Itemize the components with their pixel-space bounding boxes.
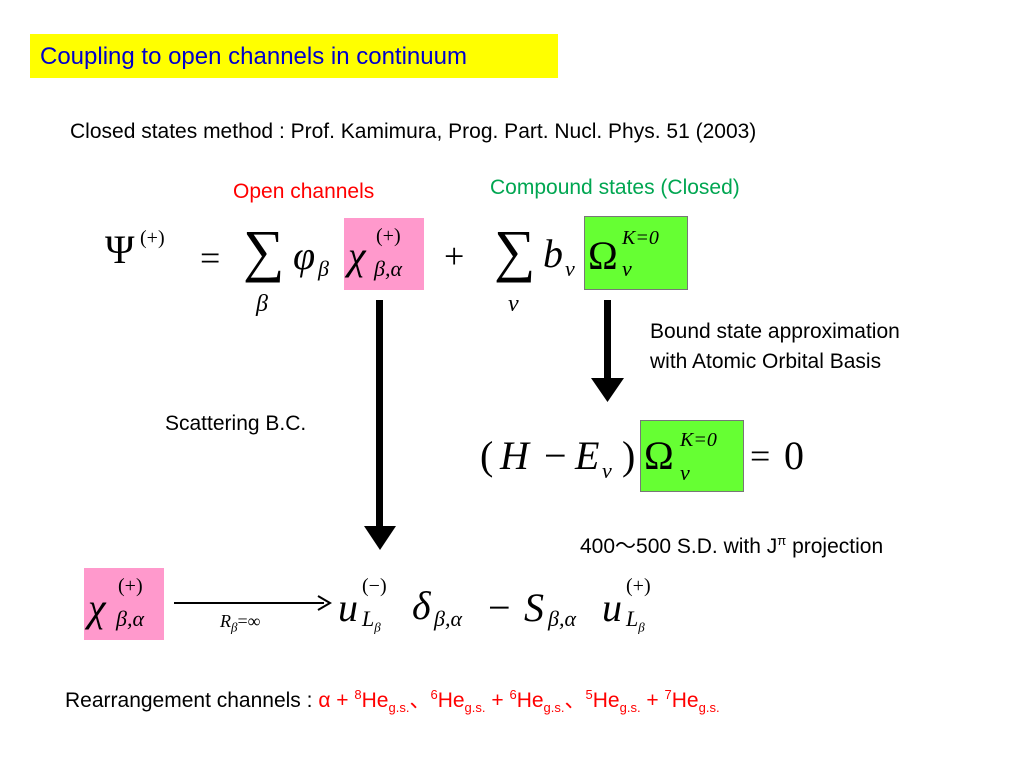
mass-8: 8 xyxy=(354,687,362,702)
zero-value: 0 xyxy=(784,433,804,478)
limit-r: R xyxy=(220,611,231,631)
rearrangement-prefix: Rearrangement channels : xyxy=(65,689,319,712)
u-plus-superscript: (+) xyxy=(626,575,651,597)
chi-subscript-2: β,α xyxy=(116,606,145,631)
limit-condition: Rβ=∞ xyxy=(220,612,260,634)
omega-superscript-2: K=0 xyxy=(680,429,717,451)
hamiltonian-symbol: H xyxy=(500,433,529,478)
plus-3: + xyxy=(640,689,665,712)
mass-6a: 6 xyxy=(430,687,438,702)
limit-arrow-line xyxy=(174,602,324,604)
sd-label-suffix: projection xyxy=(786,535,884,558)
he-8: He xyxy=(361,689,389,712)
chi-symbol: χ xyxy=(348,233,366,278)
minus-sign-2: − xyxy=(488,585,511,630)
sum-symbol-beta: ∑ xyxy=(243,218,285,283)
u-minus-superscript: (−) xyxy=(362,575,387,597)
omega-symbol: Ω xyxy=(588,233,618,278)
chi-subscript: β,α xyxy=(374,256,403,281)
mass-6b: 6 xyxy=(509,687,517,702)
rearrangement-channels: α + 8Heg.s.、6Heg.s. + 6Heg.s.、5Heg.s. + … xyxy=(318,687,720,716)
title-highlight xyxy=(30,34,558,78)
scattering-arrow-head xyxy=(364,526,396,550)
omega-highlight-box xyxy=(584,216,688,290)
sd-label: 400～500 S.D. with Jπ projection xyxy=(580,530,883,560)
plus-2: + xyxy=(485,689,510,712)
gs-2: g.s. xyxy=(464,700,486,716)
phi-symbol: φ xyxy=(293,233,316,278)
scattering-bc-label: Scattering B.C. xyxy=(165,412,307,435)
delta-subscript: β,α xyxy=(434,606,463,631)
bound-arrow-shaft xyxy=(604,300,611,380)
slide-title: Coupling to open channels in continuum xyxy=(40,43,467,70)
u-minus-sub-beta: β xyxy=(374,619,381,635)
omega-symbol-2: Ω xyxy=(644,433,674,478)
omega-subscript-2: ν xyxy=(680,460,690,485)
delta-symbol: δ xyxy=(412,583,431,628)
plus-sign: + xyxy=(444,236,465,276)
psi-symbol: Ψ xyxy=(105,227,135,272)
limit-r-subscript: β xyxy=(231,619,238,635)
bound-state-line1: Bound state approximation xyxy=(650,320,900,343)
reference-text: Closed states method : Prof. Kamimura, P… xyxy=(70,120,757,143)
omega-highlight-box-2 xyxy=(640,420,744,492)
he-5: He xyxy=(592,689,620,712)
u-plus-sub-l: L xyxy=(626,606,639,631)
plus-1: + xyxy=(330,689,355,712)
b-coefficient: b xyxy=(543,231,563,276)
rearrangement-line: Rearrangement channels : α + 8Heg.s.、6He… xyxy=(65,684,720,715)
sd-label-pi: π xyxy=(777,533,787,548)
energy-subscript: ν xyxy=(602,458,612,483)
omega-superscript: K=0 xyxy=(622,227,659,249)
chi-highlight-box-2 xyxy=(84,568,164,640)
gs-3: g.s. xyxy=(543,700,565,716)
phi-subscript: β xyxy=(318,256,329,281)
u-plus-sub-beta: β xyxy=(638,619,645,635)
omega-subscript: ν xyxy=(622,256,632,281)
bound-state-line2: with Atomic Orbital Basis xyxy=(650,350,882,373)
limit-arrow-head xyxy=(317,595,332,611)
open-channels-label: Open channels xyxy=(233,180,375,203)
limit-infinity: =∞ xyxy=(237,611,261,631)
minus-sign: − xyxy=(544,433,567,478)
sep-1: 、 xyxy=(409,689,431,712)
chi-symbol-2: χ xyxy=(88,585,106,630)
equals-sign: = xyxy=(200,238,221,278)
gs-4: g.s. xyxy=(619,700,641,716)
u-plus-subscript: Lβ xyxy=(626,606,645,635)
u-minus-sub-l: L xyxy=(362,606,375,631)
sd-label-prefix: 400～500 S.D. with J xyxy=(580,535,778,558)
sep-2: 、 xyxy=(564,689,586,712)
s-matrix-subscript: β,α xyxy=(548,606,577,631)
sum-index-beta: β xyxy=(256,291,268,317)
u-plus-symbol: u xyxy=(602,585,622,630)
mass-5: 5 xyxy=(585,687,593,702)
he-6b: He xyxy=(516,689,544,712)
s-matrix-symbol: S xyxy=(524,585,544,630)
alpha-particle: α xyxy=(318,689,331,712)
sum-index-nu: ν xyxy=(508,291,519,317)
left-paren: ( xyxy=(480,433,494,478)
gs-1: g.s. xyxy=(388,700,410,716)
bound-arrow-head xyxy=(591,378,624,402)
chi-highlight-box xyxy=(344,218,424,290)
sum-symbol-nu: ∑ xyxy=(494,218,536,283)
u-minus-subscript: Lβ xyxy=(362,606,381,635)
u-minus-symbol: u xyxy=(338,585,358,630)
compound-states-label: Compound states (Closed) xyxy=(490,176,740,199)
psi-superscript: (+) xyxy=(140,227,165,249)
gs-5: g.s. xyxy=(698,700,720,716)
mass-7: 7 xyxy=(664,687,672,702)
right-paren: ) xyxy=(622,433,636,478)
he-6a: He xyxy=(437,689,465,712)
chi-superscript: (+) xyxy=(376,225,401,247)
chi-superscript-2: (+) xyxy=(118,575,143,597)
he-7: He xyxy=(671,689,699,712)
b-subscript: ν xyxy=(565,256,575,281)
energy-symbol: E xyxy=(575,433,600,478)
scattering-arrow-shaft xyxy=(376,300,383,528)
equals-sign-2: = xyxy=(750,436,771,476)
